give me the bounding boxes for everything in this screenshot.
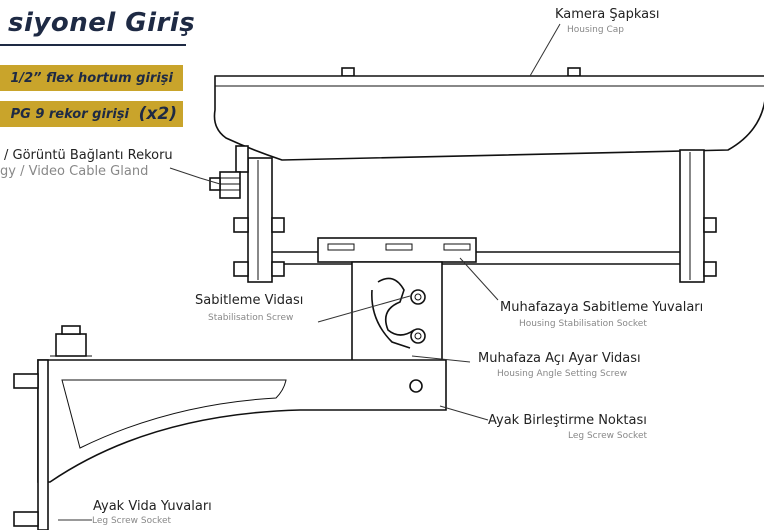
leg-joint-sublabel: Leg Screw Socket <box>568 431 648 441</box>
stab-socket-sublabel: Housing Stabilisation Socket <box>519 319 647 329</box>
angle-screw-label: Muhafaza Açı Ayar Vidası <box>478 351 641 366</box>
leader-stab-socket <box>459 257 499 301</box>
leg-screw-top <box>13 373 39 389</box>
pg9-input-label: PG 9 rekor girişi <box>10 107 129 122</box>
housing-cap-sublabel: Housing Cap <box>567 25 624 35</box>
stabilisation-screw <box>410 289 426 305</box>
stab-slot <box>385 243 413 251</box>
angle-screw <box>410 328 426 344</box>
cap-knob-left <box>341 67 355 77</box>
pg9-input-band: PG 9 rekor girişi (x2) <box>0 101 183 127</box>
stab-slot <box>443 243 471 251</box>
leg-screw-sublabel: Leg Screw Socket <box>92 516 172 526</box>
mount-neck <box>351 261 443 363</box>
housing-body-left <box>247 157 273 283</box>
stab-socket-label: Muhafazaya Sabitleme Yuvaları <box>500 300 704 315</box>
leg-screw-bottom <box>13 511 39 527</box>
housing-cap <box>213 75 764 161</box>
housing-cap-label: Kamera Şapkası <box>555 7 660 22</box>
title-rule <box>0 44 186 46</box>
leg-screw-label: Ayak Vida Yuvaları <box>93 499 212 514</box>
pg9-count: (x2) <box>138 104 177 124</box>
leg-joint-label: Ayak Birleştirme Noktası <box>488 413 647 428</box>
leader-cable-gland <box>169 167 221 185</box>
wall-arm <box>37 359 447 483</box>
cable-gland-label: / Görüntü Bağlantı Rekoru <box>4 148 173 163</box>
stab-slot <box>327 243 355 251</box>
wall-plate <box>37 359 49 530</box>
cap-knob-right <box>567 67 581 77</box>
stabilisation-screw-label: Sabitleme Vidası <box>195 293 304 308</box>
leader-angle-screw <box>411 355 471 363</box>
flex-input-band: 1/2” flex hortum girişi <box>0 65 183 91</box>
leg-joint-hole <box>409 379 423 393</box>
cable-gland-sublabel: gy / Video Cable Gland <box>0 164 149 179</box>
cable-gland <box>209 145 249 199</box>
housing-body-right <box>679 149 705 283</box>
leader-housing-cap <box>529 23 561 77</box>
page-title: siyonel Giriş <box>8 8 196 38</box>
flex-input-label: 1/2” flex hortum girişi <box>10 71 173 86</box>
angle-screw-sublabel: Housing Angle Setting Screw <box>497 369 628 379</box>
leader-leg-joint <box>439 405 489 421</box>
stabilisation-screw-sublabel: Stabilisation Screw <box>208 313 294 323</box>
leader-stab-screw <box>317 295 411 323</box>
